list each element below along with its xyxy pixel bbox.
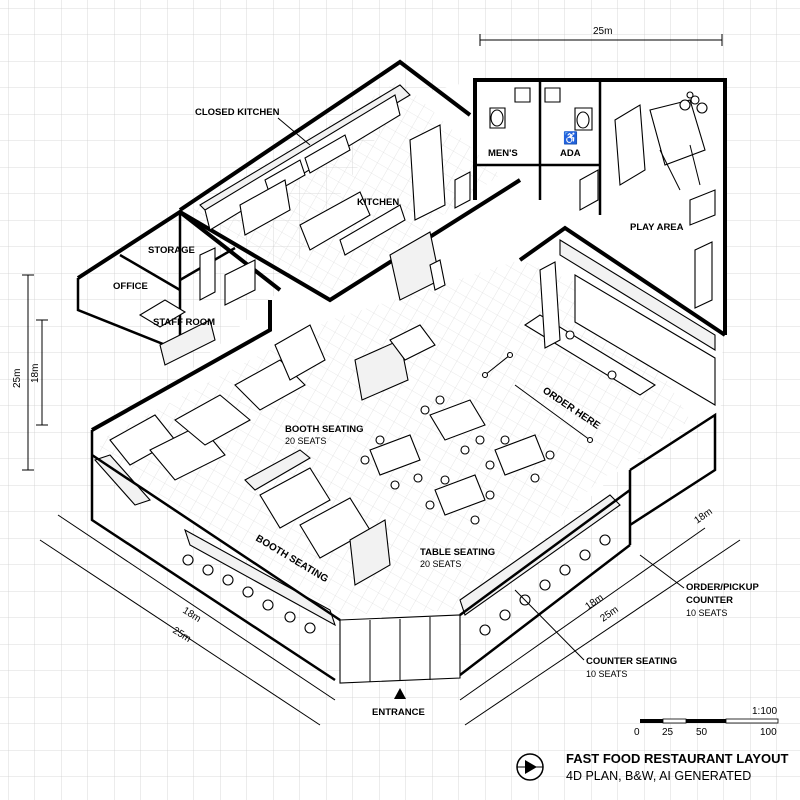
label-storage: STORAGE [148, 245, 195, 256]
label-table-seating-count: 20 SEATS [420, 559, 461, 569]
label-closed-kitchen: CLOSED KITCHEN [195, 107, 280, 118]
label-order-pickup-count: 10 SEATS [686, 608, 727, 618]
floor-tile-area [100, 260, 690, 615]
office-block [76, 212, 256, 352]
right-wall-lower [629, 412, 717, 527]
outer-wall-dining [91, 300, 272, 432]
leader-counter-seating [514, 589, 585, 661]
label-ada: ADA [560, 148, 581, 159]
outer-wall-left [178, 59, 472, 212]
scale-tick-25: 25 [662, 727, 674, 738]
scale-ratio: 1:100 [752, 706, 777, 717]
queue-rail [481, 351, 594, 444]
dim-top: 25m [593, 26, 612, 37]
kitchen-partition [178, 178, 522, 303]
chairs [360, 395, 555, 525]
play-area [614, 91, 716, 309]
order-counter [523, 239, 716, 406]
entrance-arrow-icon [394, 688, 406, 699]
label-counter-seating-count: 10 SEATS [586, 669, 627, 679]
kitchen-equipment [199, 84, 471, 301]
front-wall-left [90, 430, 341, 682]
label-mens: MEN'S [488, 148, 518, 159]
front-wall-right [459, 470, 632, 676]
building: ♿ [76, 59, 727, 684]
entrance-doors[interactable] [339, 614, 461, 684]
label-staff-room: STAFF ROOM [153, 317, 215, 328]
title-block: FAST FOOD RESTAURANT LAYOUT 4D PLAN, B&W… [516, 751, 789, 783]
label-order-pickup: ORDER/PICKUP [686, 582, 760, 593]
label-play-area: PLAY AREA [630, 222, 684, 233]
leader-order-pickup [639, 554, 685, 589]
dimension-lines [22, 34, 741, 726]
label-booth-seating-top-count: 20 SEATS [285, 436, 326, 446]
wheelchair-icon: ♿ [563, 131, 578, 145]
scale-bar: 1:100 0 25 50 100 [634, 706, 779, 738]
label-booth-seating-top: BOOTH SEATING [285, 424, 363, 435]
scale-tick-0: 0 [634, 727, 640, 738]
label-table-seating: TABLE SEATING [420, 547, 495, 558]
title-text: FAST FOOD RESTAURANT LAYOUT [566, 751, 789, 766]
restrooms: ♿ [475, 80, 602, 215]
booth-seating-bottom [244, 339, 409, 586]
subtitle-text: 4D PLAN, B&W, AI GENERATED [566, 769, 751, 783]
label-order-pickup-2: COUNTER [686, 595, 733, 606]
label-office: OFFICE [113, 281, 148, 292]
label-counter-seating: COUNTER SEATING [586, 656, 677, 667]
scale-tick-100: 100 [760, 727, 777, 738]
dim-left-inner: 18m [30, 364, 41, 383]
table-seating [360, 324, 555, 525]
label-kitchen: KITCHEN [357, 197, 399, 208]
outer-wall-right [518, 225, 727, 337]
dim-left-outer: 25m [12, 369, 23, 388]
leader-closed-kitchen [277, 117, 311, 146]
scale-tick-50: 50 [696, 727, 708, 738]
label-entrance: ENTRANCE [372, 707, 425, 718]
